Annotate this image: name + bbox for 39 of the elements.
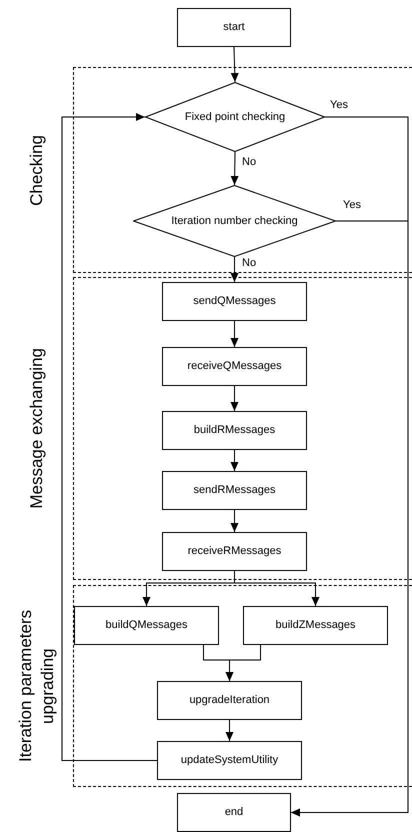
node-text: buildRMessages xyxy=(194,423,276,438)
node-text: end xyxy=(224,805,244,820)
process-box xyxy=(177,793,291,832)
arrow xyxy=(226,720,234,742)
process-box xyxy=(162,471,307,510)
node-text: start xyxy=(223,20,245,36)
arrow xyxy=(230,152,239,186)
section-label: Message exchanging xyxy=(26,348,47,509)
node-text: receiveQMessages xyxy=(187,359,282,374)
node-text: buildZMessages xyxy=(275,618,356,634)
section-label: Checking xyxy=(26,134,47,206)
node-text: sendQMessages xyxy=(193,294,276,310)
arrow xyxy=(230,256,238,282)
process-box xyxy=(162,282,307,321)
arrow xyxy=(226,644,261,682)
decision-diamond xyxy=(145,82,325,152)
process-box xyxy=(177,8,291,47)
node-text: sendRMessages xyxy=(194,483,276,498)
node-text: Iteration number checking xyxy=(171,214,298,228)
decision-diamond xyxy=(133,185,336,257)
node-text: buildQMessages xyxy=(106,618,188,634)
process-box xyxy=(157,741,302,780)
process-box xyxy=(243,606,388,645)
arrow xyxy=(230,510,238,532)
node-text: upgradeIteration xyxy=(189,693,270,708)
process-box xyxy=(74,606,219,645)
node-text: updateSystemUtility xyxy=(180,753,278,768)
arrow xyxy=(62,113,158,761)
arrow xyxy=(230,386,238,412)
section-label: Iteration parameters upgrading xyxy=(15,608,58,764)
node-text: Fixed point checking xyxy=(184,110,286,124)
node-text: receiveRMessages xyxy=(188,544,282,560)
process-box xyxy=(162,532,307,571)
process-box xyxy=(162,411,307,450)
process-box xyxy=(157,681,302,720)
arrow xyxy=(230,320,238,348)
process-box xyxy=(162,347,307,386)
arrow xyxy=(230,46,239,82)
arrow xyxy=(230,450,238,472)
